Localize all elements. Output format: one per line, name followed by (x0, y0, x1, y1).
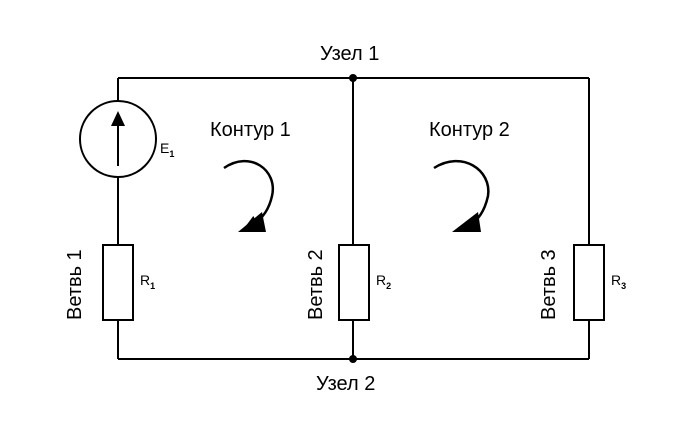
r3-letter: R (611, 272, 621, 288)
r2-letter: R (376, 272, 386, 288)
r2-index: 2 (386, 281, 391, 291)
loop-1-arrow-icon (223, 159, 275, 230)
resistor-r1 (102, 244, 134, 321)
loop-2-arrow-icon (433, 159, 490, 228)
source-label: E1 (160, 140, 174, 159)
node-1-label: Узел 1 (320, 43, 379, 65)
r1-index: 1 (150, 281, 155, 291)
resistor-r2 (338, 244, 370, 321)
r3-index: 3 (621, 281, 626, 291)
branch-1-label: Ветвь 1 (64, 249, 86, 320)
node-2-label: Узел 2 (316, 373, 375, 395)
branch-2-label: Ветвь 2 (305, 249, 327, 320)
voltage-source-e1 (79, 100, 157, 178)
loop-1-label: Контур 1 (210, 119, 291, 141)
node-2-dot (349, 355, 357, 363)
loop-2-arrowhead-icon (452, 212, 481, 232)
loop-2-label: Контур 2 (429, 119, 510, 141)
source-arrow-icon (111, 111, 125, 126)
branch-3-label: Ветвь 3 (538, 249, 560, 320)
r1-label: R1 (140, 272, 155, 291)
r2-label: R2 (376, 272, 391, 291)
r3-label: R3 (611, 272, 626, 291)
resistor-r3 (573, 244, 605, 321)
source-index: 1 (169, 149, 174, 159)
r1-letter: R (140, 272, 150, 288)
node-1-dot (349, 74, 357, 82)
source-letter: E (160, 140, 169, 156)
loop-1-arrowhead-icon (238, 212, 266, 232)
